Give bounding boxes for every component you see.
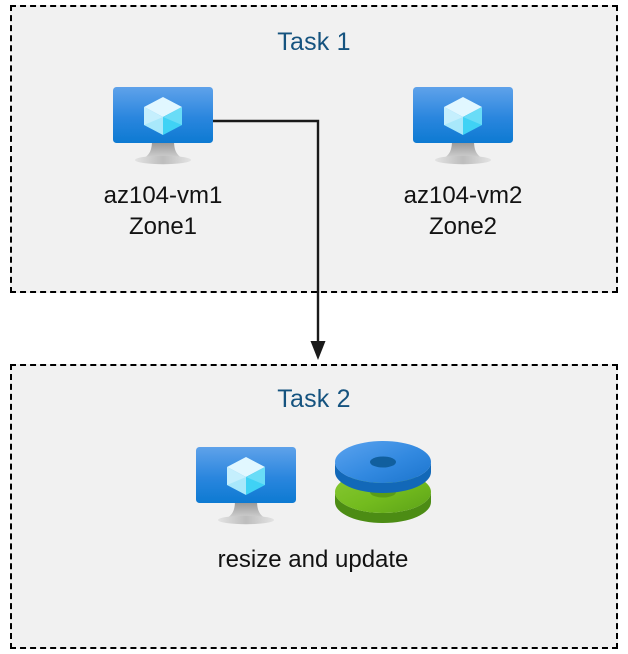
- azure-virtual-machine-icon: [113, 87, 213, 165]
- azure-managed-disks-icon: [335, 441, 431, 523]
- task-2-container: [10, 364, 618, 649]
- task-1-title: Task 1: [277, 28, 351, 56]
- node-label-az104-vm1: az104-vm1 Zone1: [103, 182, 223, 241]
- azure-virtual-machine-icon: [196, 447, 296, 525]
- node-az104-vm1[interactable]: az104-vm1 Zone1: [48, 80, 278, 242]
- managed-disk-blue: [335, 441, 431, 493]
- node-resize-and-update[interactable]: resize and update: [138, 440, 488, 575]
- icon-row: [48, 80, 278, 168]
- node-label-az104-vm2: az104-vm2 Zone2: [403, 182, 523, 241]
- icon-row: [138, 440, 488, 528]
- arrowhead-down-icon: [310, 341, 326, 360]
- task-2-title: Task 2: [277, 385, 351, 413]
- azure-virtual-machine-icon: [413, 87, 513, 165]
- node-label-resize-and-update: resize and update: [217, 546, 409, 573]
- icon-row: [348, 80, 578, 168]
- node-az104-vm2[interactable]: az104-vm2 Zone2: [348, 80, 578, 242]
